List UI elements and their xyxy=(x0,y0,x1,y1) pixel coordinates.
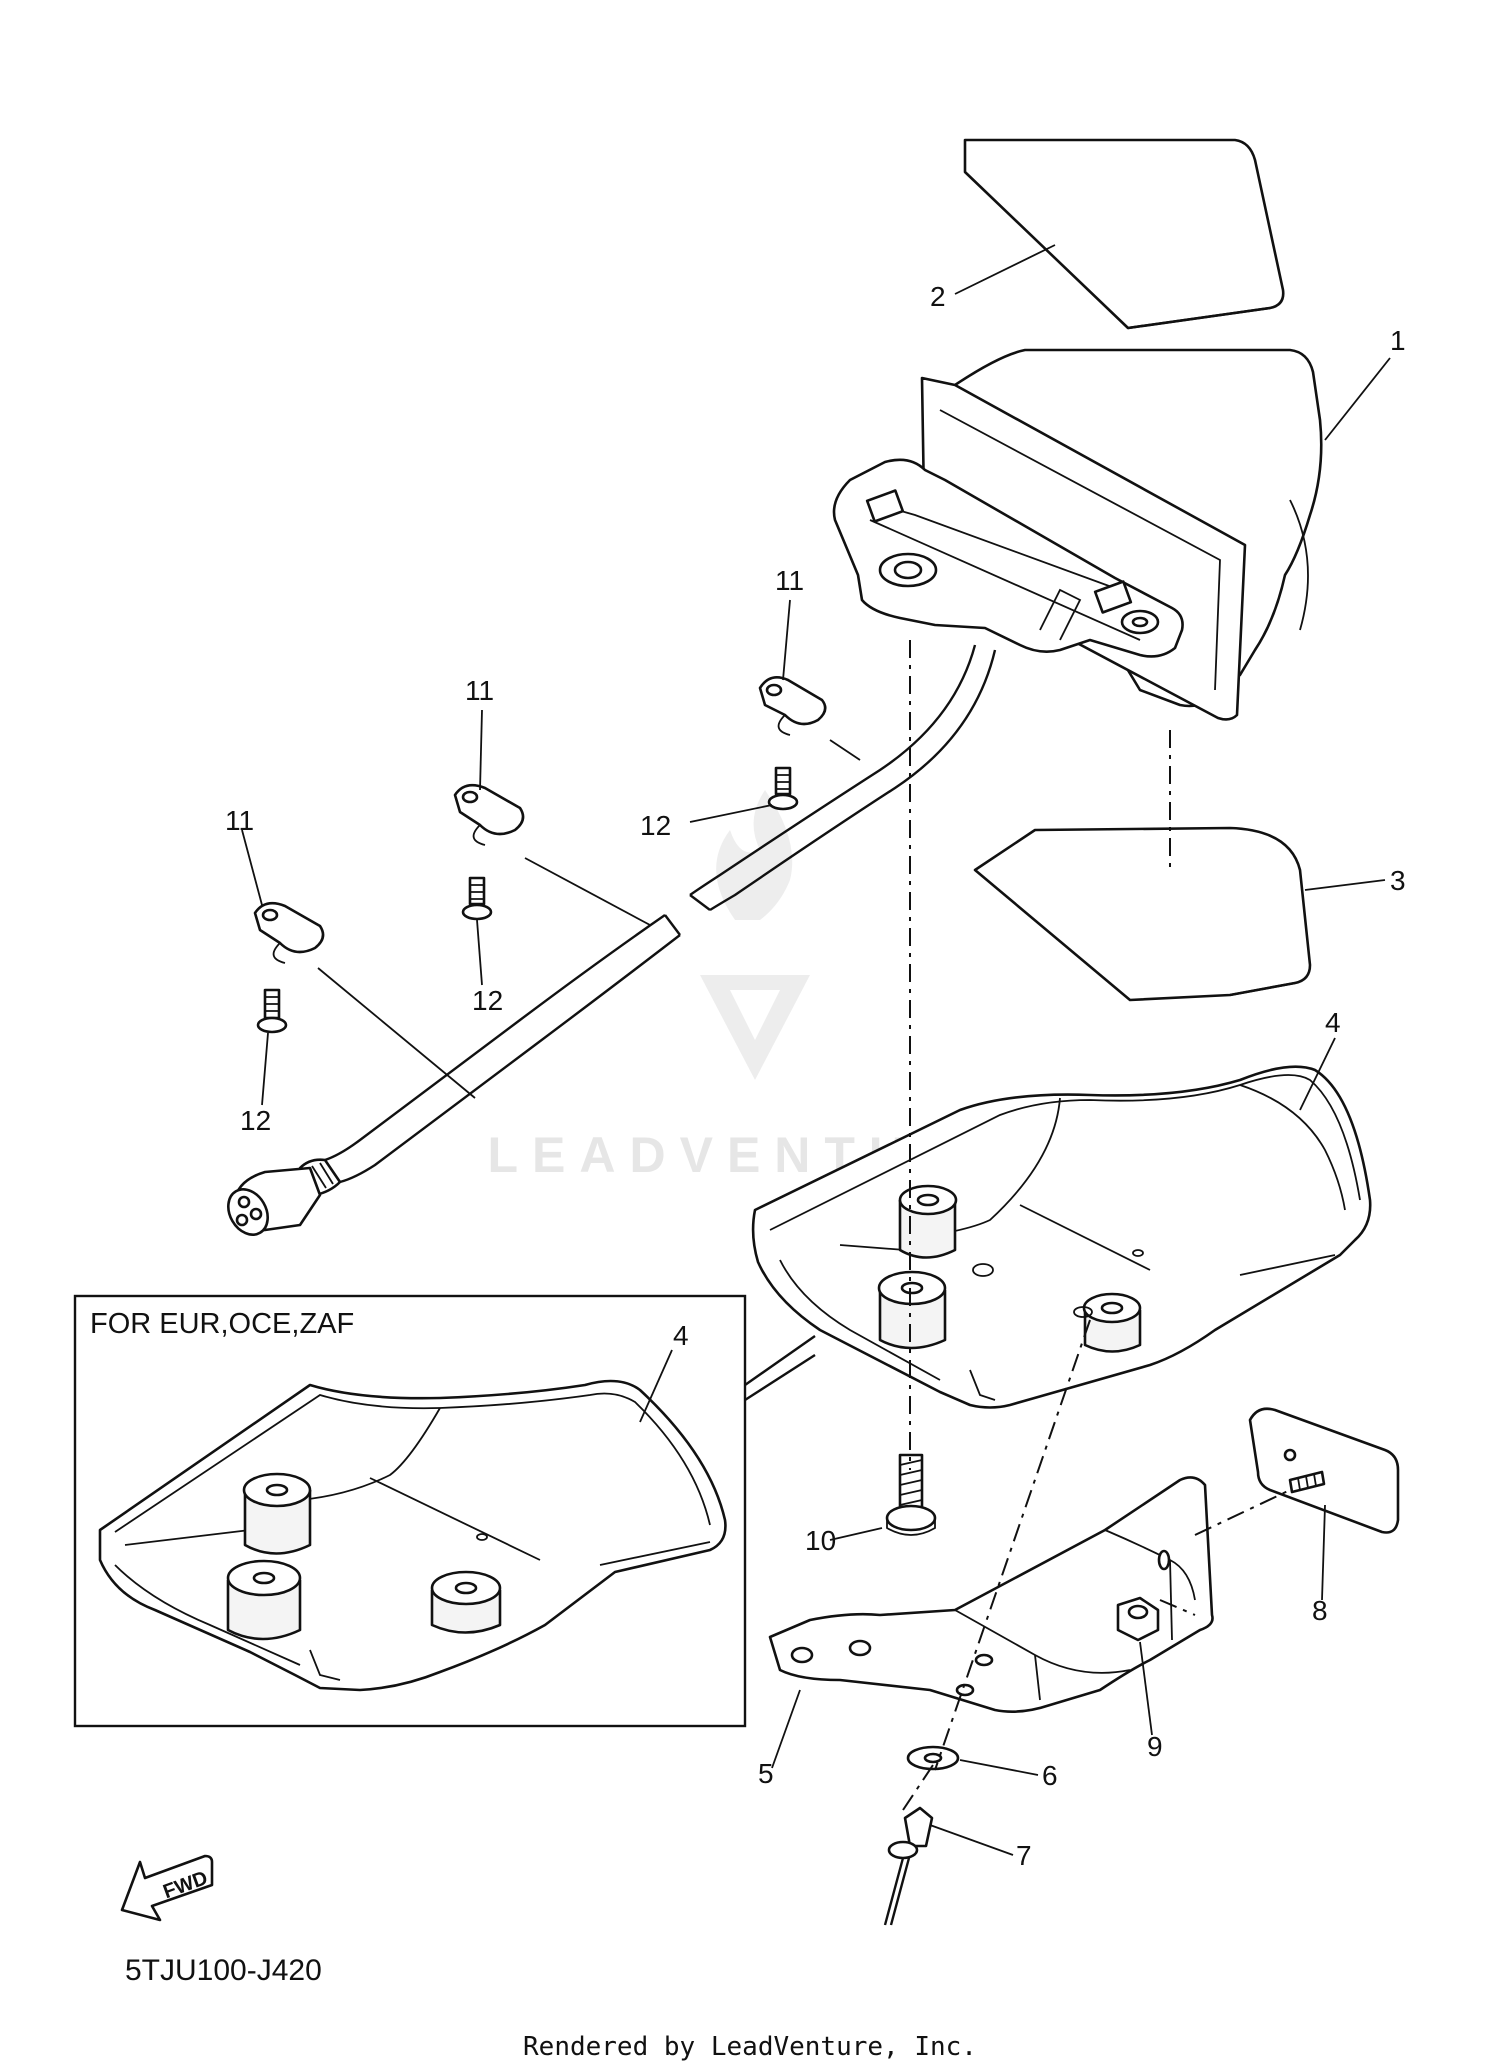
callout-9: 9 xyxy=(1147,1731,1163,1762)
part-7-rivet xyxy=(883,1806,934,1926)
part-4-base xyxy=(751,1065,1372,1409)
callout-4-inset: 4 xyxy=(673,1320,689,1351)
callout-1: 1 xyxy=(1390,325,1406,356)
part-3-lens-sheet xyxy=(973,826,1312,1002)
part-1-tail-light-housing xyxy=(832,348,1323,721)
wire-harness xyxy=(227,644,997,1236)
callout-4: 4 xyxy=(1325,1007,1341,1038)
diagram-code: 5TJU100-J420 xyxy=(125,1954,322,1987)
part-10-bolt xyxy=(885,1453,937,1536)
callout-12-c: 12 xyxy=(240,1105,271,1136)
screw-12-a xyxy=(767,766,799,811)
callout-6: 6 xyxy=(1042,1760,1058,1791)
callout-10: 10 xyxy=(805,1525,836,1556)
callout-12-a: 12 xyxy=(640,810,671,841)
clamp-11-c xyxy=(253,901,325,964)
clamp-11-a xyxy=(758,676,827,736)
part-8-reflector xyxy=(1248,1407,1400,1534)
fwd-arrow-icon: FWD xyxy=(120,1854,214,1922)
leader-lines xyxy=(241,244,1391,1856)
screw-12-b xyxy=(461,876,493,921)
callout-11-c: 11 xyxy=(225,805,254,836)
part-6-washer xyxy=(906,1745,960,1771)
callout-11-b: 11 xyxy=(465,675,494,706)
part-4-inset-base xyxy=(98,1379,727,1692)
callout-12-b: 12 xyxy=(472,985,503,1016)
inset-panel: FOR EUR,OCE,ZAF xyxy=(73,1294,816,1728)
screw-12-c xyxy=(256,988,288,1034)
part-9-nut xyxy=(1116,1596,1160,1642)
inset-panel-label: FOR EUR,OCE,ZAF xyxy=(90,1308,354,1340)
callout-7: 7 xyxy=(1016,1840,1032,1871)
assembly-lines xyxy=(317,640,1291,1811)
callout-3: 3 xyxy=(1390,865,1406,896)
callouts: 1 2 3 4 4 5 6 7 8 9 10 11 11 11 12 12 12 xyxy=(225,281,1406,1871)
part-5-license-bracket xyxy=(768,1476,1214,1713)
callout-2: 2 xyxy=(930,281,946,312)
callout-11-a: 11 xyxy=(775,565,804,596)
part-2-lens-sheet xyxy=(963,138,1285,330)
clamp-11-b xyxy=(453,783,525,846)
footer-credit: Rendered by LeadVenture, Inc. xyxy=(523,2032,977,2062)
callout-5: 5 xyxy=(758,1758,774,1789)
callout-8: 8 xyxy=(1312,1595,1328,1626)
